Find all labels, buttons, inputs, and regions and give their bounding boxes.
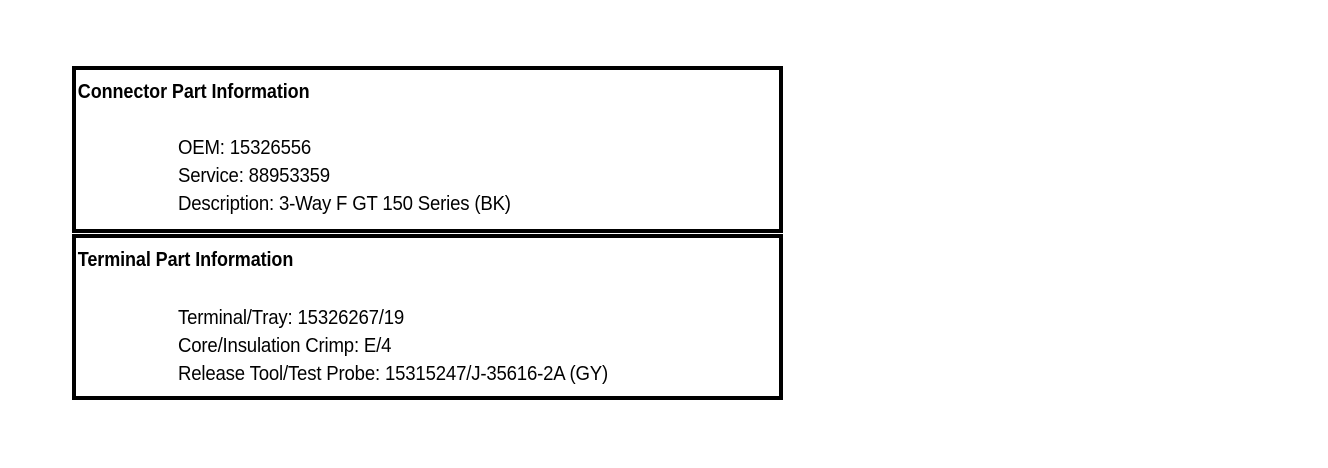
connector-panel-heading: Connector Part Information (77, 81, 310, 103)
core-insulation-crimp-line: Core/Insulation Crimp: E/4 (178, 335, 392, 357)
connector-oem-line: OEM: 15326556 (178, 137, 312, 159)
connector-service-line: Service: 88953359 (178, 165, 330, 187)
connector-description-line: Description: 3-Way F GT 150 Series (BK) (178, 193, 511, 215)
terminal-tray-line: Terminal/Tray: 15326267/19 (178, 307, 405, 329)
connector-part-information-panel: Connector Part Information OEM: 15326556… (72, 66, 783, 233)
terminal-part-information-panel: Terminal Part Information Terminal/Tray:… (72, 234, 783, 400)
connector-detail-list: OEM: 15326556 Service: 88953359 Descript… (76, 104, 779, 218)
terminal-detail-list: Terminal/Tray: 15326267/19 Core/Insulati… (76, 272, 779, 388)
release-tool-test-probe-line: Release Tool/Test Probe: 15315247/J-3561… (178, 363, 608, 385)
connector-spec-table: Connector Part Information OEM: 15326556… (72, 66, 783, 400)
terminal-panel-heading: Terminal Part Information (77, 249, 294, 271)
